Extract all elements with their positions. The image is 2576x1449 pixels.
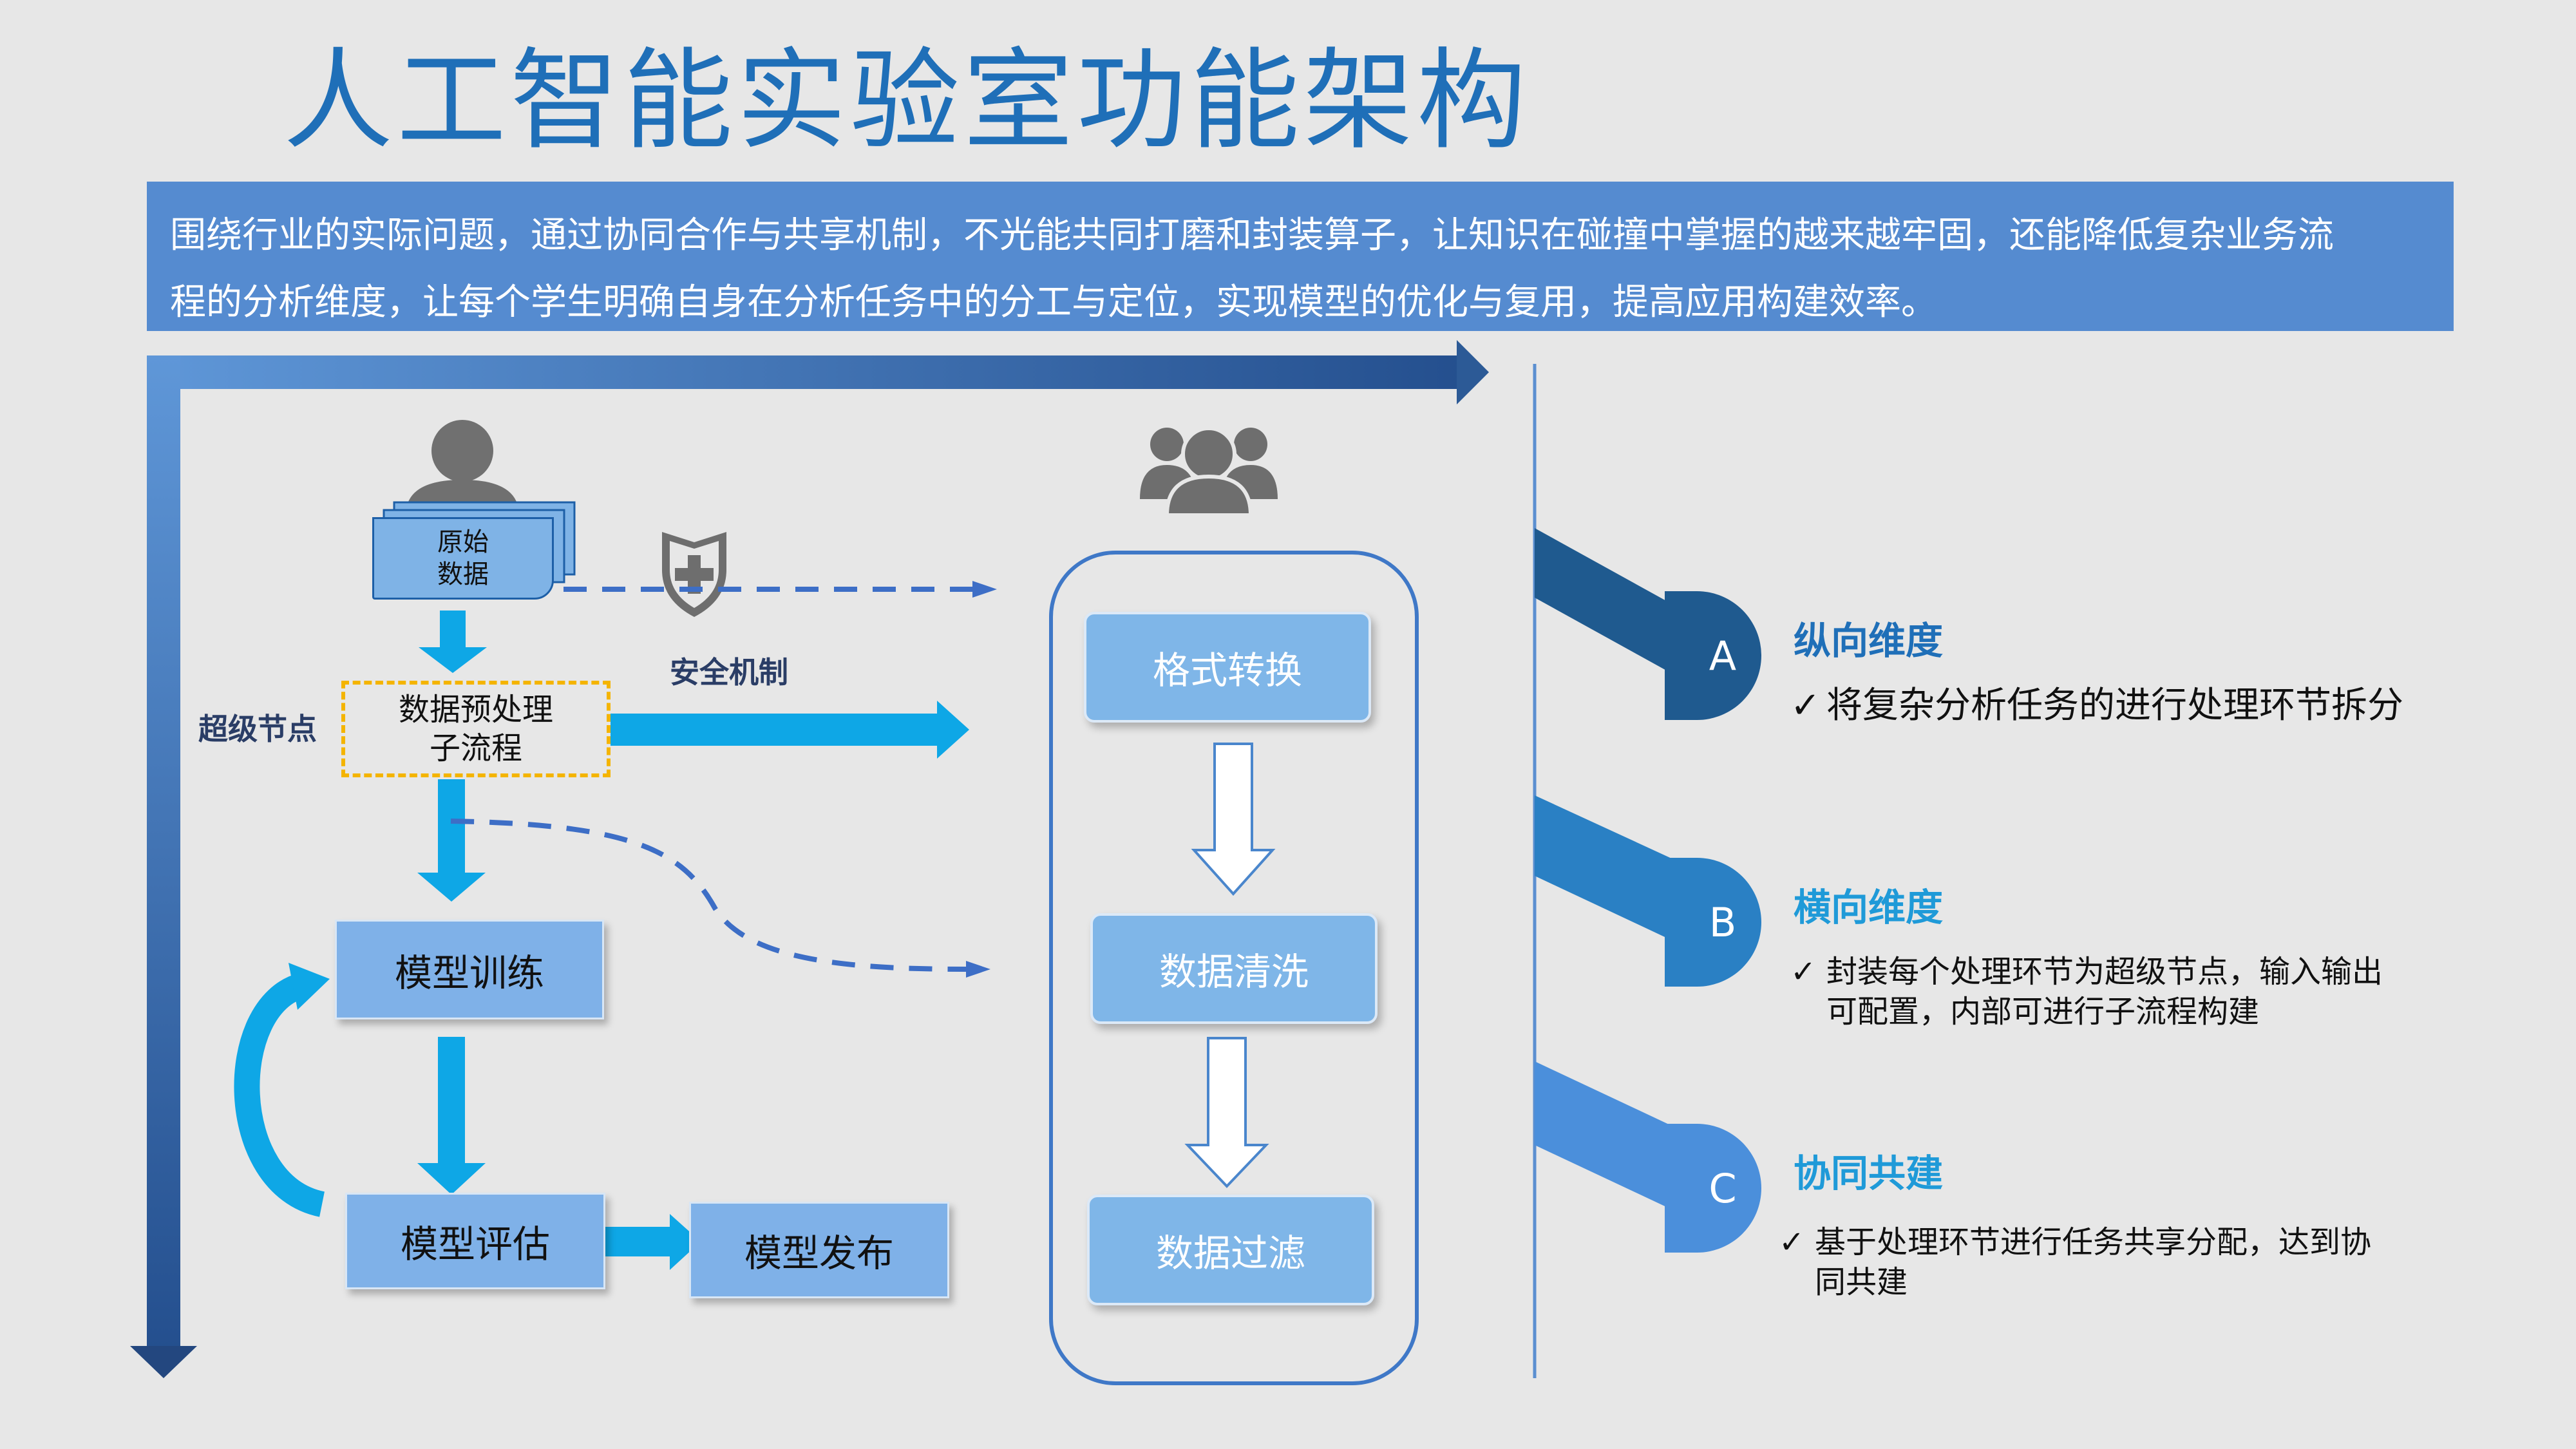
- shield-plus-icon: [662, 532, 726, 617]
- raw-data-line-2: 数据: [437, 560, 489, 589]
- ribbon-a: [1535, 528, 1674, 675]
- pipeline-step-clean: 数据清洗: [1090, 913, 1378, 1024]
- frame-top-axis: [147, 355, 1468, 389]
- raw-data-line-1: 原始: [437, 527, 489, 557]
- dimension-b-line-1: 封装每个处理环节为超级节点，输入输出: [1826, 954, 2383, 990]
- arrow-subflow-to-pipeline: [611, 714, 939, 746]
- intro-line-2: 程的分析维度，让每个学生明确自身在分析任务中的分工与定位，实现模型的优化与复用，…: [170, 281, 1937, 323]
- pipeline-step-format: 格式转换: [1084, 612, 1371, 723]
- model-train-node: 模型训练: [335, 920, 604, 1019]
- arrow-subflow-to-train: [438, 779, 465, 876]
- dimension-a-title: 纵向维度: [1794, 619, 1944, 663]
- dimension-c-title: 协同共建: [1794, 1151, 1944, 1195]
- frame-top-arrowhead: [1457, 340, 1489, 404]
- intro-line-1: 围绕行业的实际问题，通过协同合作与共享机制，不光能共同打磨和封装算子，让知识在碰…: [170, 214, 2334, 256]
- group-icon: [1140, 426, 1278, 517]
- check-icon: ✓: [1779, 1224, 1805, 1260]
- ribbon-c: [1535, 1061, 1674, 1211]
- dimension-a-desc: ✓将复杂分析任务的进行处理环节拆分: [1790, 681, 2403, 730]
- dimension-c-desc: ✓ 基于处理环节进行任务共享分配，达到协 同共建: [1779, 1222, 2371, 1302]
- frame-left-arrowhead: [130, 1346, 197, 1378]
- frame-left-axis: [147, 355, 180, 1352]
- subflow-line-2: 子流程: [429, 730, 522, 766]
- intro-banner: 围绕行业的实际问题，通过协同合作与共享机制，不光能共同打磨和封装算子，让知识在碰…: [147, 182, 2454, 331]
- check-icon: ✓: [1790, 685, 1821, 726]
- subflow-line-1: 数据预处理: [398, 692, 553, 728]
- dimension-a-line-1: 将复杂分析任务的进行处理环节拆分: [1826, 685, 2403, 726]
- dashed-flow-top-head: [972, 581, 997, 598]
- dimension-a-badge: A: [1665, 591, 1761, 720]
- dashed-flow-curve: [450, 819, 967, 972]
- loop-arrow: [234, 972, 325, 1217]
- page-title: 人工智能实验室功能架构: [283, 37, 1531, 165]
- dimension-b-desc: ✓封装每个处理环节为超级节点，输入输出 可配置，内部可进行子流程构建: [1790, 952, 2383, 1032]
- preprocess-subflow-node: 数据预处理 子流程: [341, 681, 611, 777]
- security-label: 安全机制: [670, 655, 788, 690]
- model-evaluate-node: 模型评估: [345, 1193, 605, 1289]
- pipeline-step-filter: 数据过滤: [1087, 1195, 1374, 1305]
- super-node-label: 超级节点: [198, 712, 317, 746]
- dimension-b-title: 横向维度: [1794, 886, 1944, 929]
- arrow-raw-to-subflow: [440, 611, 466, 649]
- ribbon-b: [1535, 795, 1674, 942]
- raw-data-node: 原始 数据: [372, 517, 554, 600]
- model-publish-node: 模型发布: [689, 1202, 949, 1298]
- check-icon: ✓: [1790, 954, 1817, 990]
- hollow-arrow-2: [1184, 1037, 1269, 1188]
- arrow-train-to-evaluate: [438, 1037, 465, 1166]
- dimension-c-line-1: 基于处理环节进行任务共享分配，达到协: [1815, 1224, 2372, 1260]
- pipeline-container: [1049, 551, 1419, 1385]
- hollow-arrow-1: [1191, 743, 1276, 896]
- dimension-b-line-2: 可配置，内部可进行子流程构建: [1826, 994, 2260, 1030]
- dashed-flow-curve-head: [966, 961, 990, 978]
- dimension-c-line-2: 同共建: [1815, 1264, 1908, 1300]
